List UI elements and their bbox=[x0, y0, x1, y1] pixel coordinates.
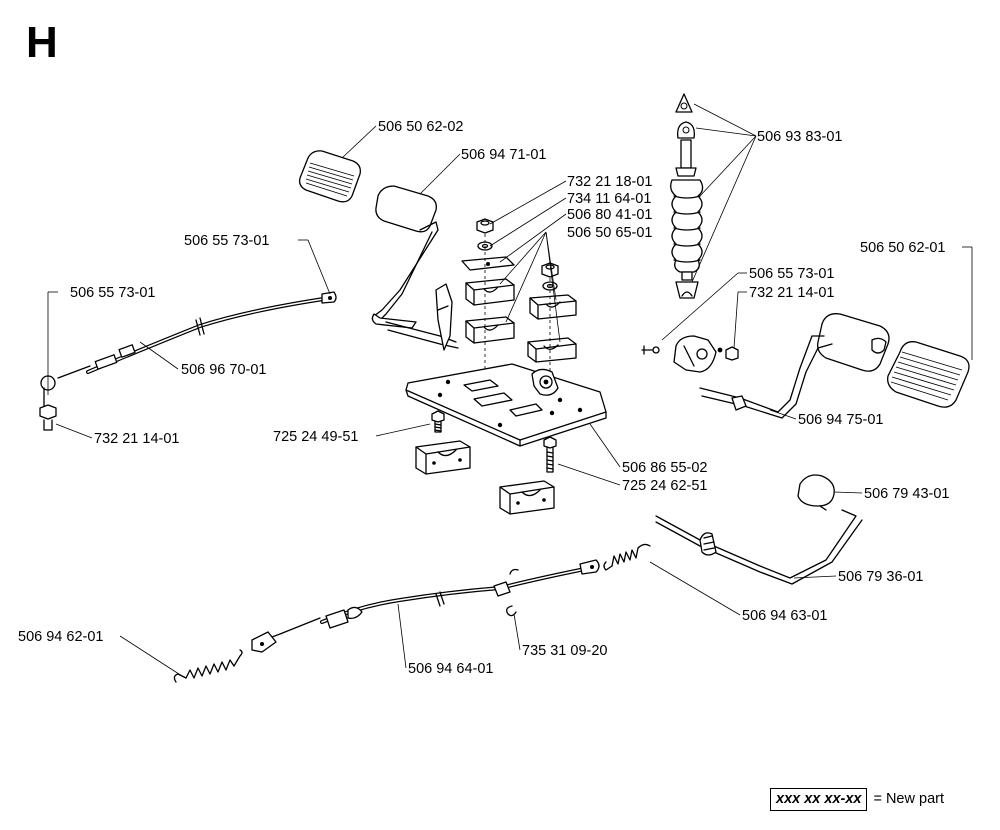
label-clip: 735 31 09-20 bbox=[522, 643, 607, 659]
label-lever-rod: 506 79 36-01 bbox=[838, 569, 923, 585]
label-pedal-pad-right: 506 50 62-01 bbox=[860, 240, 945, 256]
label-pedal-left: 506 94 71-01 bbox=[461, 147, 546, 163]
label-cable-end-left: 506 55 73-01 bbox=[70, 285, 155, 301]
label-washer-top: 734 11 64-01 bbox=[567, 191, 651, 207]
label-cable-upper: 506 96 70-01 bbox=[181, 362, 266, 378]
label-cable-lower: 506 94 64-01 bbox=[408, 661, 493, 677]
label-spring-left: 506 94 62-01 bbox=[18, 629, 103, 645]
label-bolt-right: 725 24 62-51 bbox=[622, 478, 707, 494]
label-nut-left: 732 21 14-01 bbox=[94, 431, 179, 447]
label-knob: 506 79 43-01 bbox=[864, 486, 949, 502]
cable-upper-part bbox=[39, 291, 337, 431]
pedal-pad-right-part bbox=[887, 341, 970, 408]
pedal-right-part bbox=[641, 313, 890, 419]
cable-lower-part bbox=[251, 559, 600, 653]
label-block-top: 506 50 65-01 bbox=[567, 225, 652, 241]
pedal-left-part bbox=[371, 185, 459, 351]
label-cable-end-top: 506 55 73-01 bbox=[184, 233, 269, 249]
pedal-pad-left-part bbox=[298, 150, 361, 203]
label-pedal-right: 506 94 75-01 bbox=[798, 412, 883, 428]
label-nut-right: 732 21 14-01 bbox=[749, 285, 834, 301]
label-spring-right: 506 94 63-01 bbox=[742, 608, 827, 624]
clip-part bbox=[506, 605, 517, 617]
bolt-left-part bbox=[431, 410, 445, 433]
base-plate-part bbox=[405, 363, 607, 447]
label-plate-small: 506 80 41-01 bbox=[567, 207, 652, 223]
lower-blocks-parts bbox=[415, 440, 555, 515]
legend-code-box: xxx xx xx-xx bbox=[770, 787, 868, 811]
center-stack-parts bbox=[461, 218, 577, 378]
label-cable-end-right: 506 55 73-01 bbox=[749, 266, 834, 282]
lever-rod-part bbox=[655, 509, 863, 585]
bolt-right-part bbox=[543, 436, 557, 473]
label-spring-boot: 506 93 83-01 bbox=[757, 129, 842, 145]
part-labels: 506 50 62-02 506 94 71-01 732 21 18-01 7… bbox=[18, 119, 949, 677]
spring-boot-part bbox=[670, 93, 704, 299]
leader-lines bbox=[47, 103, 973, 677]
spring-left-part bbox=[173, 649, 243, 683]
section-letter: H bbox=[26, 18, 58, 67]
spring-right-part bbox=[603, 543, 651, 571]
label-base-plate: 506 86 55-02 bbox=[622, 460, 707, 476]
label-nut-top: 732 21 18-01 bbox=[567, 174, 652, 190]
label-bolt-left: 725 24 49-51 bbox=[273, 429, 358, 445]
knob-part bbox=[797, 474, 835, 511]
label-pedal-pad-left: 506 50 62-02 bbox=[378, 119, 463, 135]
legend-text: = New part bbox=[873, 791, 944, 807]
new-part-legend: xxx xx xx-xx = New part bbox=[770, 787, 944, 811]
